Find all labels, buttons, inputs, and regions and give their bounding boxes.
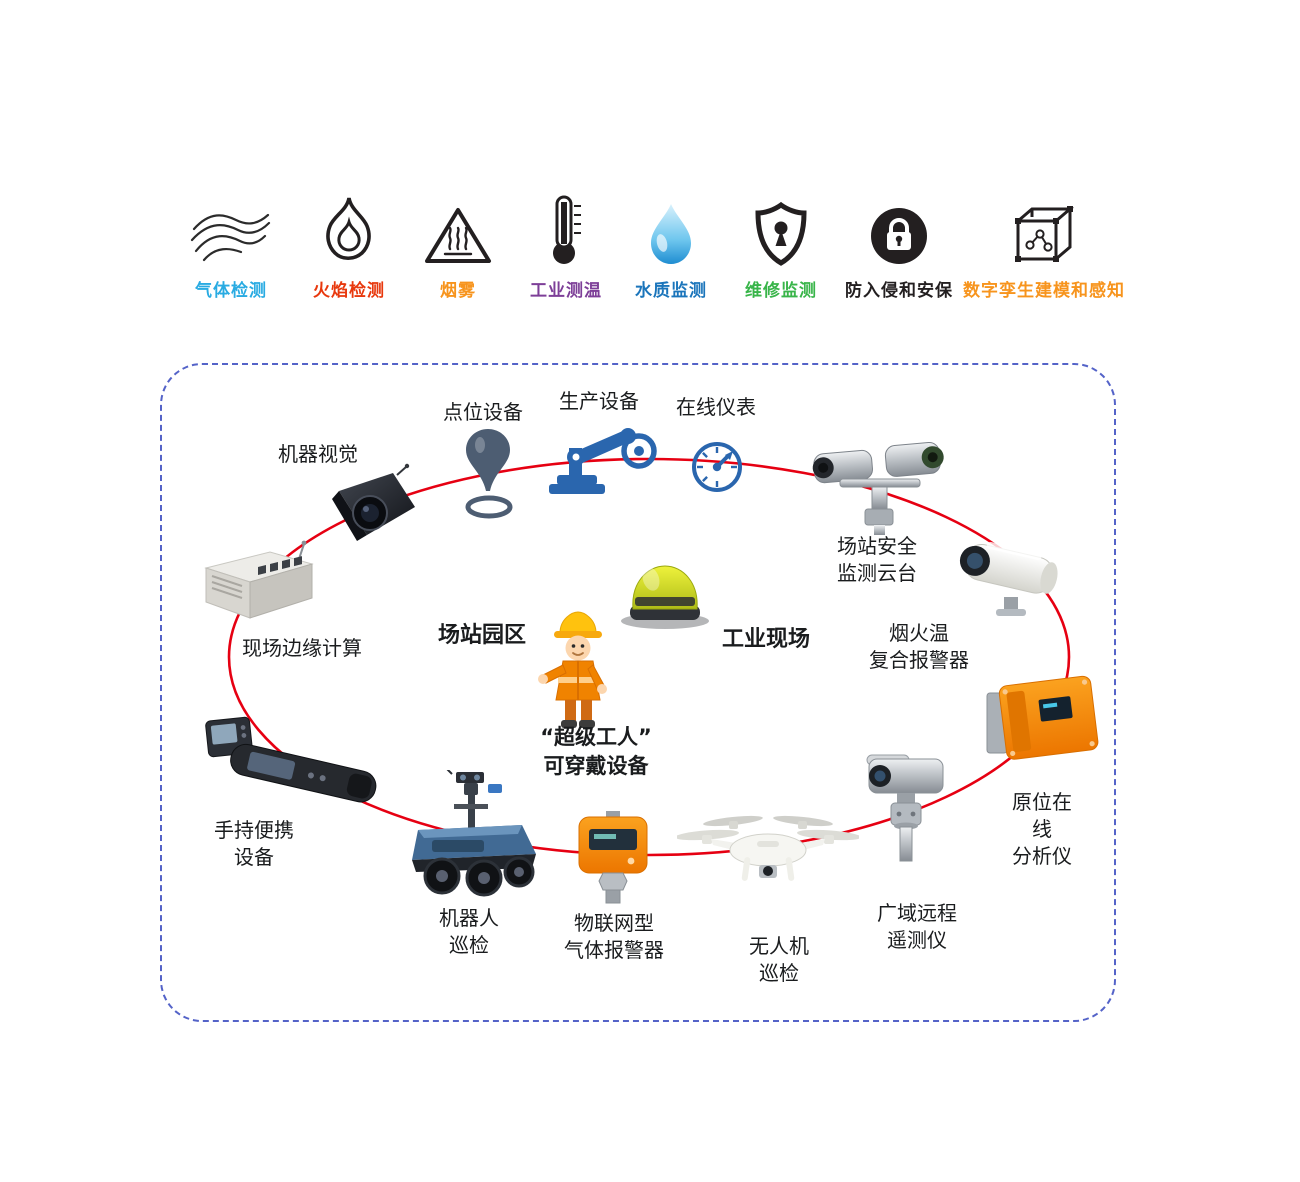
iot-gas-alarm-label: 物联网型 气体报警器 [564,911,664,963]
handheld-device-label: 手持便携 设备 [214,818,294,870]
point-device-pin [465,429,513,519]
gas-waves-icon [190,193,272,267]
handheld-devices [205,716,377,803]
insitu-analyzer-device [986,675,1099,760]
legend-label: 数字孪生建模和感知 [963,281,1125,301]
station-ptz-device [812,441,944,535]
remote-telemetry-device [866,754,944,862]
station-park-label: 场站园区 [437,623,527,648]
drone-patrol-label: 无人机 巡检 [749,934,809,986]
legend-label: 工业测温 [530,281,602,301]
digital-twin-cube-icon [963,193,1125,267]
fire-smoke-temp-alarm-device [959,541,1058,616]
industrial-site-label: 工业现场 [721,627,811,652]
legend-label: 气体检测 [195,281,267,301]
super-worker-figure [538,611,607,728]
drone-device [677,815,859,881]
legend-item-gas: 气体检测 [190,193,272,301]
legend-item-security: 防入侵和安保 [845,193,953,301]
thermometer-icon [530,193,602,267]
station-ptz-label: 场站安全 监测云台 [837,534,917,586]
legend-label: 维修监测 [745,281,817,301]
smart-helmet-device [621,565,709,629]
production-equipment-icon [549,428,657,494]
edge-computing-device [204,540,314,619]
legend-item-temp: 工业测温 [530,193,602,301]
robot-patrol-label: 机器人 巡检 [439,906,499,958]
insitu-analyzer-label: 原位在线 分析仪 [1012,790,1072,869]
remote-telemetry-label: 广域远程 遥测仪 [877,901,957,953]
point-device-label: 点位设备 [443,400,523,424]
legend-item-smoke: 烟雾 [422,193,494,301]
super-worker-label: “超级工人” 可穿戴设备 [540,725,652,778]
lock-circle-icon [845,193,953,267]
legend-item-digital-twin: 数字孪生建模和感知 [963,193,1125,301]
smoke-triangle-icon [422,193,494,267]
shield-keyhole-icon [745,193,817,267]
machine-vision-label: 机器视觉 [278,442,358,466]
legend-item-flame: 火焰检测 [313,193,385,301]
online-instrument-gauge [692,442,742,492]
robot-patrol-device [412,770,536,897]
production-equipment-label: 生产设备 [559,389,639,413]
legend-label: 防入侵和安保 [845,281,953,301]
fire-smoke-temp-alarm-label: 烟火温 复合报警器 [869,621,969,673]
legend-label: 烟雾 [440,281,476,301]
legend-item-maintenance: 维修监测 [745,193,817,301]
online-instrument-label: 在线仪表 [676,395,756,419]
flame-icon [313,193,385,267]
machine-vision-device [332,463,415,541]
legend-item-water: 水质监测 [635,193,707,301]
water-drop-icon [635,193,707,267]
iot-gas-alarm-device [578,811,648,904]
legend-label: 水质监测 [635,281,707,301]
legend-label: 火焰检测 [313,281,385,301]
edge-computing-label: 现场边缘计算 [242,636,362,660]
diagram-board: 机器视觉 点位设备 生产设备 [160,363,1116,1022]
